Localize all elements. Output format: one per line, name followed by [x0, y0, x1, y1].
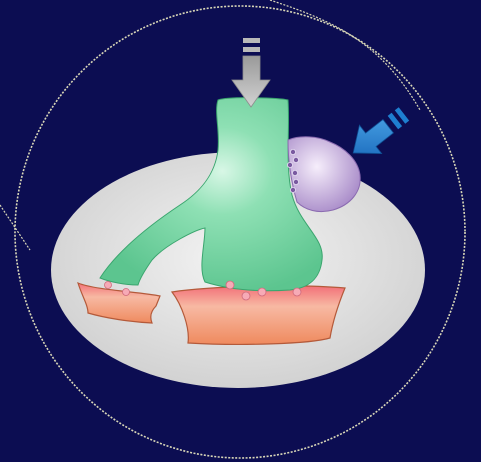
- axon-terminal: [288, 137, 360, 212]
- receptor-large: [172, 286, 345, 344]
- arrow-down-left-icon: [342, 99, 415, 167]
- decor-line-top: [270, 0, 420, 110]
- arrow-down-icon: [232, 38, 270, 107]
